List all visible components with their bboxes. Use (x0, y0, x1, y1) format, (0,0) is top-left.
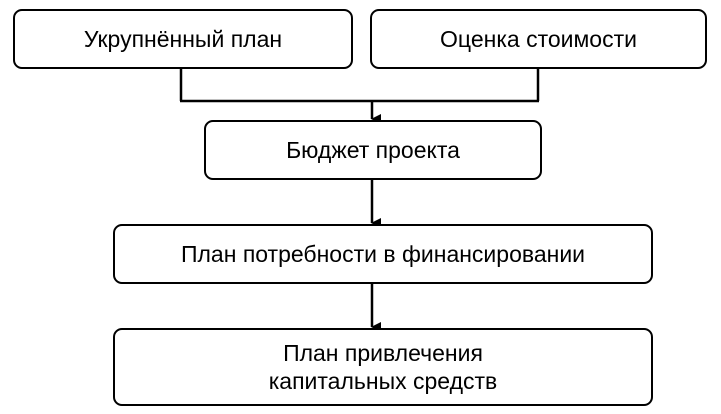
node-capital-plan-line1: План привлечения (283, 340, 483, 366)
node-financing-needs-plan: План потребности в финансировании (113, 224, 653, 284)
node-capital-plan: План привлечения капитальных средств (113, 328, 653, 406)
node-financing-needs-plan-label: План потребности в финансировании (180, 241, 586, 267)
node-aggregated-plan: Укрупнённый план (13, 9, 353, 69)
node-cost-estimate: Оценка стоимости (370, 9, 707, 69)
node-cost-estimate-label: Оценка стоимости (440, 26, 637, 52)
node-capital-plan-line2: капитальных средств (268, 368, 498, 394)
node-capital-plan-text: План привлечения капитальных средств (269, 339, 498, 395)
node-aggregated-plan-label: Укрупнённый план (83, 26, 283, 52)
node-project-budget-label: Бюджет проекта (286, 137, 460, 163)
node-project-budget: Бюджет проекта (204, 120, 542, 180)
